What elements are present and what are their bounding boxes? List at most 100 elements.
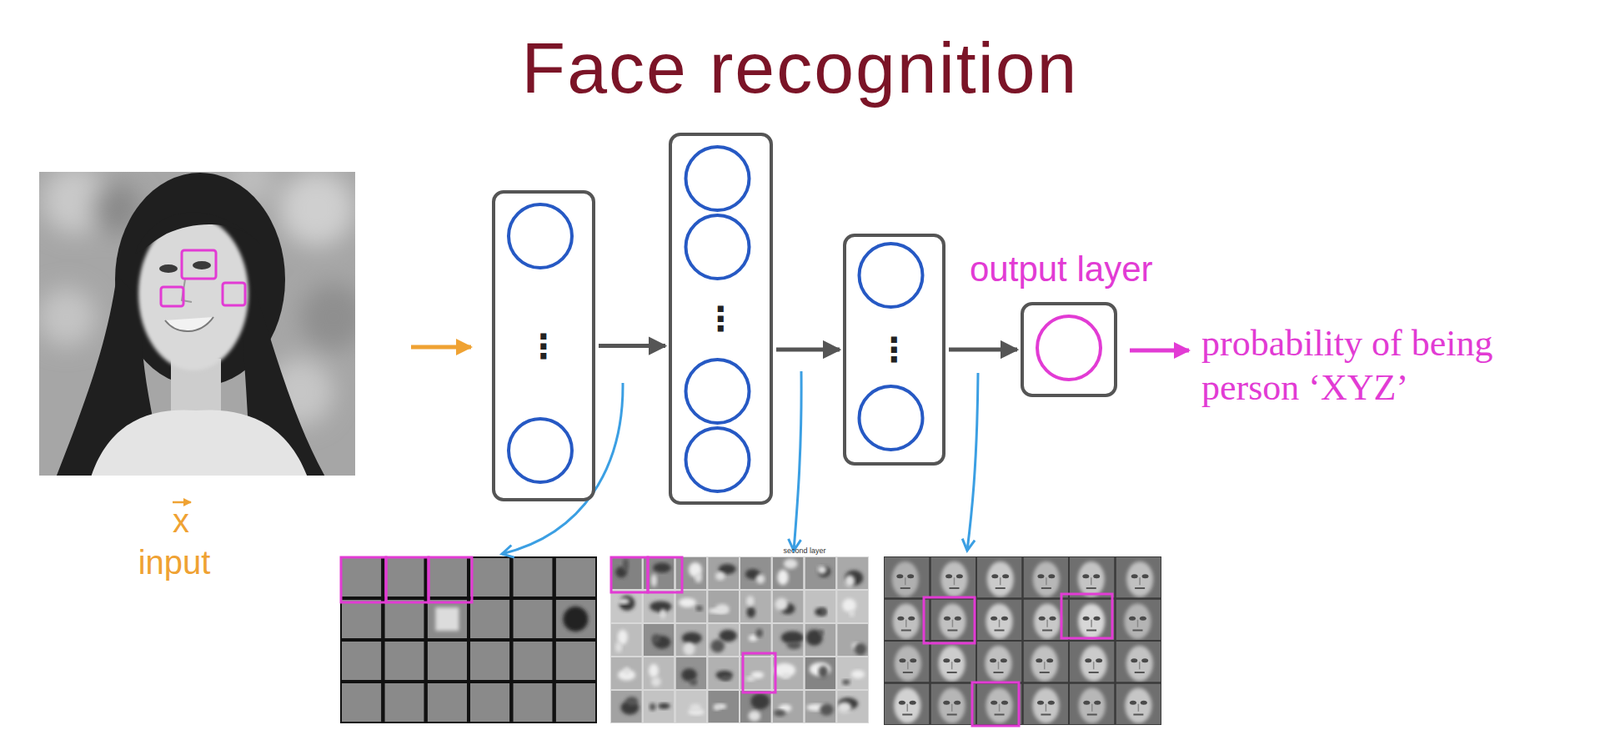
output-layer-box: output layer [1020, 301, 1118, 397]
feature-grid [341, 647, 382, 680]
feature-grid [611, 556, 643, 589]
feature-grid [772, 657, 804, 689]
feature-grid [384, 599, 424, 638]
feature-grid [805, 623, 837, 656]
feature-grid [1046, 657, 1054, 663]
neuron-group [1023, 305, 1114, 394]
neuron-circle [686, 215, 750, 279]
feature-grid [1001, 616, 1009, 621]
feature-grid [931, 641, 977, 683]
feature-grid [748, 710, 761, 722]
feature-highlight-box [742, 652, 776, 693]
feature-grid [1083, 700, 1090, 705]
feature-grid [907, 573, 914, 578]
input-label: input [132, 541, 216, 582]
feature-grid [652, 633, 661, 643]
feature-grid [1023, 683, 1069, 725]
feature-grid [1045, 703, 1048, 712]
feature-grid [977, 641, 1023, 683]
feature-grid [938, 687, 966, 723]
feature-grid [782, 672, 790, 679]
feature-grid [772, 556, 804, 589]
feature-grid [427, 560, 467, 597]
feature-grid [848, 609, 854, 617]
feature-grid [470, 641, 510, 680]
feature-grid [512, 557, 552, 597]
feature-grid [740, 623, 772, 656]
feature-grid [945, 573, 953, 578]
feature-grid [611, 623, 643, 656]
feature-grid [953, 576, 956, 585]
feature-grid [756, 573, 765, 583]
neuron-circle [859, 386, 923, 450]
feature-grid [643, 590, 675, 622]
feature-grid [837, 590, 868, 622]
feature-grid [470, 682, 510, 722]
feature-grid [740, 657, 772, 689]
feature-grid [427, 641, 467, 680]
feature-grid [710, 638, 725, 653]
leader-line [967, 372, 979, 551]
feature-grid [818, 629, 824, 635]
feature-grid [772, 590, 804, 622]
feature-grid [805, 590, 837, 622]
feature-grid [626, 696, 638, 706]
feature-grid [994, 712, 1005, 715]
feature-grid [837, 556, 868, 589]
feature-grid [907, 661, 909, 669]
feature-grid [623, 666, 630, 674]
feature-grid [643, 623, 675, 656]
feature-highlight-box [428, 556, 472, 602]
feature-grid [384, 652, 424, 680]
feature-grid [556, 682, 591, 722]
feature-grid [676, 623, 708, 656]
feature-grid [990, 616, 998, 621]
feature-grid [772, 590, 804, 622]
feature-grid [1023, 641, 1069, 683]
feature-grid [940, 561, 968, 597]
feature-grid [1116, 556, 1162, 598]
feature-grid [1000, 657, 1008, 663]
feature-grid [772, 623, 804, 656]
feature-grid [772, 657, 804, 689]
feature-grid [389, 682, 419, 722]
feature-grid [427, 599, 467, 638]
feature-grid [676, 657, 708, 689]
feature-grid [1031, 645, 1059, 682]
feature-grid [894, 645, 922, 682]
input-arrow [411, 345, 472, 350]
feature-grid [931, 683, 977, 725]
feature-grid [1087, 712, 1098, 715]
leader-line [793, 371, 802, 551]
feature-grid [512, 599, 552, 638]
feature-highlight-box [611, 556, 648, 592]
feature-grid [470, 599, 510, 638]
feature-grid [611, 623, 643, 656]
feature-grid [907, 703, 909, 712]
feature-grid [512, 557, 552, 597]
feature-grid [844, 574, 855, 587]
feature-grid [611, 590, 643, 622]
feature-grid [905, 619, 908, 627]
feature-highlight-box [341, 556, 387, 602]
feature-grid [515, 682, 550, 722]
feature-grid [676, 590, 708, 622]
feature-grid [953, 657, 961, 663]
feature-grid [556, 644, 596, 680]
feature-grid [556, 682, 596, 722]
feature-grid [1090, 619, 1093, 627]
feature-grid [676, 556, 708, 589]
feature-grid [1116, 641, 1162, 683]
feature-grid [643, 623, 675, 656]
feature-grid [740, 590, 772, 622]
layer-connector [948, 347, 1018, 352]
feature-grid [611, 690, 643, 723]
feature-grid [341, 599, 382, 638]
feature-grid [1038, 616, 1046, 621]
feature-grid [1134, 586, 1145, 589]
feature-highlight-box [972, 682, 1019, 726]
feature-grid [562, 606, 588, 632]
feature-highlight-box [923, 596, 975, 643]
feature-grid [1138, 576, 1141, 585]
feature-grid [819, 702, 833, 715]
